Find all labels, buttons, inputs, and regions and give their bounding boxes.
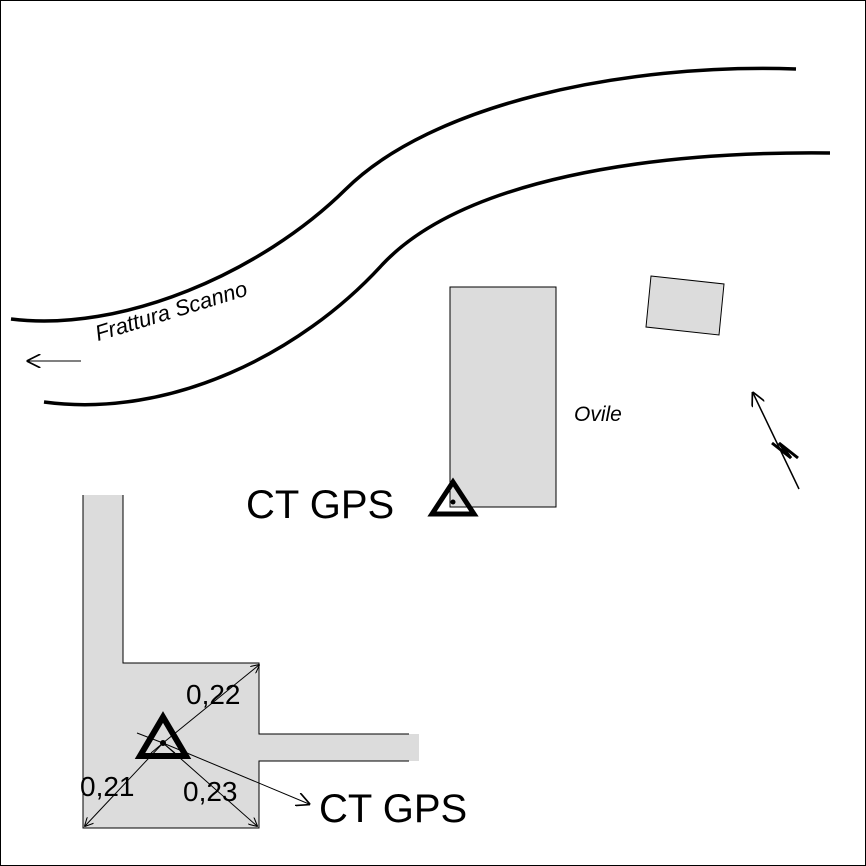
north-arrow-icon <box>753 393 800 490</box>
fault-line-lower <box>43 151 831 407</box>
ovile-building <box>449 286 557 508</box>
measurement-label-021: 0,21 <box>80 771 135 802</box>
fault-line-upper <box>10 66 797 323</box>
building-label-ovile: Ovile <box>574 403 622 426</box>
measurement-label-023: 0,23 <box>183 776 238 807</box>
gps-marker-bottom-icon <box>134 711 192 759</box>
l-building-outline <box>82 495 409 829</box>
gps-marker-top-icon <box>427 477 479 517</box>
l-building-outline-inner <box>122 495 409 735</box>
small-building <box>645 275 725 336</box>
gps-station-label-bottom: CT GPS <box>319 787 468 831</box>
measurement-label-022: 0,22 <box>186 679 241 710</box>
gps-station-label-top: CT GPS <box>246 483 395 527</box>
